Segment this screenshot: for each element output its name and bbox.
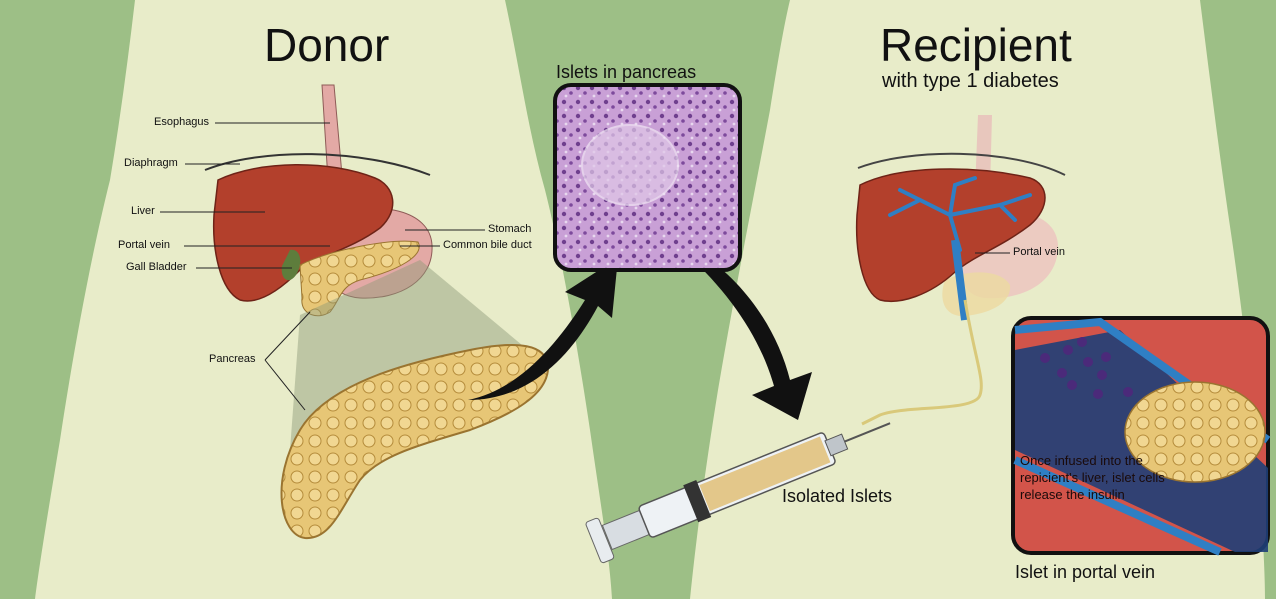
recipient-title: Recipient — [880, 18, 1072, 72]
liver-label: Liver — [131, 205, 155, 217]
donor-title: Donor — [264, 18, 389, 72]
pancreas-label: Pancreas — [209, 353, 255, 365]
recipient-portal-vein-label: Portal vein — [1013, 246, 1065, 258]
gall-bladder-label: Gall Bladder — [126, 261, 187, 273]
stomach-label: Stomach — [488, 223, 531, 235]
diaphragm-label: Diaphragm — [124, 157, 178, 169]
common-bile-duct-label: Common bile duct — [443, 239, 532, 251]
isolated-islets-label: Isolated Islets — [782, 486, 892, 507]
islets-in-pancreas-label: Islets in pancreas — [556, 62, 696, 83]
esophagus-label: Esophagus — [154, 116, 209, 128]
portal-vein-label: Portal vein — [118, 239, 170, 251]
islet-cluster — [582, 125, 678, 205]
recipient-subtitle: with type 1 diabetes — [882, 70, 1059, 93]
infusion-note: Once infused into the repicient's liver,… — [1020, 452, 1170, 503]
islet-in-portal-vein-label: Islet in portal vein — [1015, 562, 1155, 583]
